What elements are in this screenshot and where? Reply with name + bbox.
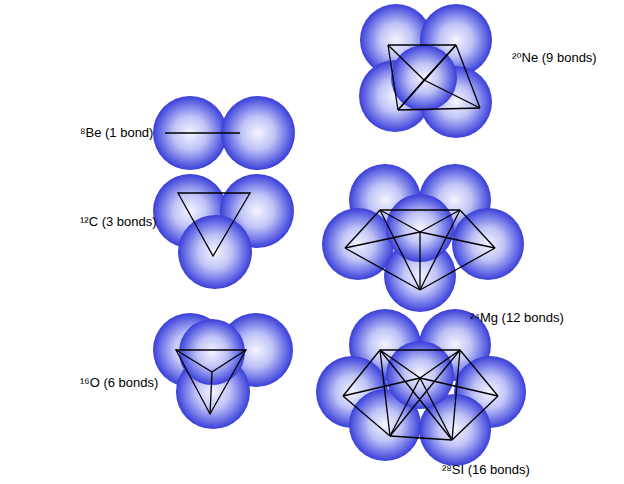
nucleus-label: ¹²C (3 bonds) [80, 214, 157, 230]
nucleus-label: ²⁴Mg (12 bonds) [470, 310, 564, 326]
bond-lines [165, 45, 498, 440]
nucleus-label: ²⁸SI (16 bonds) [442, 462, 530, 478]
alpha-particles [153, 4, 526, 466]
nucleus-label: ⁸Be (1 bond) [80, 125, 153, 141]
nucleus-label: ¹⁶O (6 bonds) [80, 375, 158, 391]
nucleus-label: ²⁰Ne (9 bonds) [512, 50, 597, 66]
